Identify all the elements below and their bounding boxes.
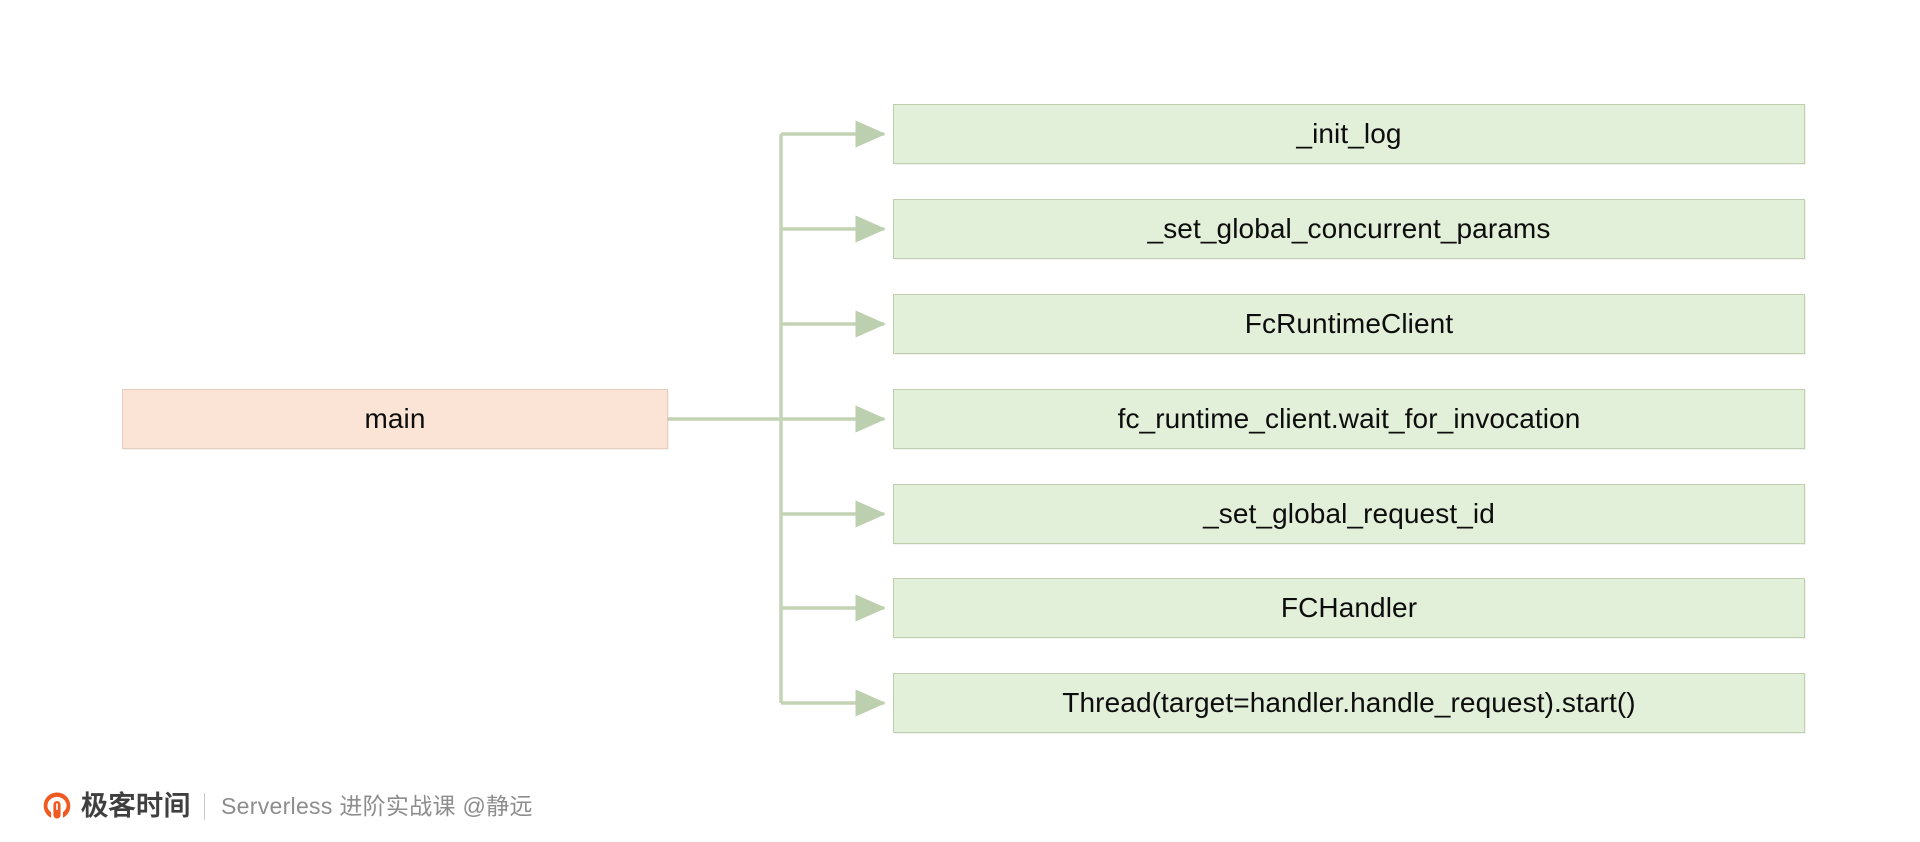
node-thread-start[interactable]: Thread(target=handler.handle_request).st… <box>893 673 1805 733</box>
node-label: _init_log <box>1296 117 1402 149</box>
footer-course-title: Serverless 进阶实战课 @静远 <box>221 792 533 819</box>
node-fc-runtime-client[interactable]: FcRuntimeClient <box>893 294 1805 354</box>
footer-divider <box>204 792 205 820</box>
node-set-global-concurrent-params[interactable]: _set_global_concurrent_params <box>893 199 1805 259</box>
node-main-label: main <box>364 402 426 434</box>
node-wait-for-invocation[interactable]: fc_runtime_client.wait_for_invocation <box>893 389 1805 449</box>
node-label: Thread(target=handler.handle_request).st… <box>1062 686 1636 718</box>
geekbang-logo-icon <box>43 792 71 820</box>
node-main[interactable]: main <box>122 389 668 449</box>
node-label: _set_global_request_id <box>1203 497 1495 529</box>
node-fc-handler[interactable]: FCHandler <box>893 578 1805 638</box>
node-label: _set_global_concurrent_params <box>1147 212 1551 244</box>
brand-name: 极客时间 <box>81 790 191 821</box>
footer-watermark: 极客时间 Serverless 进阶实战课 @静远 <box>42 785 533 827</box>
node-set-global-request-id[interactable]: _set_global_request_id <box>893 484 1805 544</box>
node-label: fc_runtime_client.wait_for_invocation <box>1117 402 1581 434</box>
node-label: FcRuntimeClient <box>1244 307 1454 339</box>
node-init-log[interactable]: _init_log <box>893 104 1805 164</box>
node-label: FCHandler <box>1280 591 1418 623</box>
